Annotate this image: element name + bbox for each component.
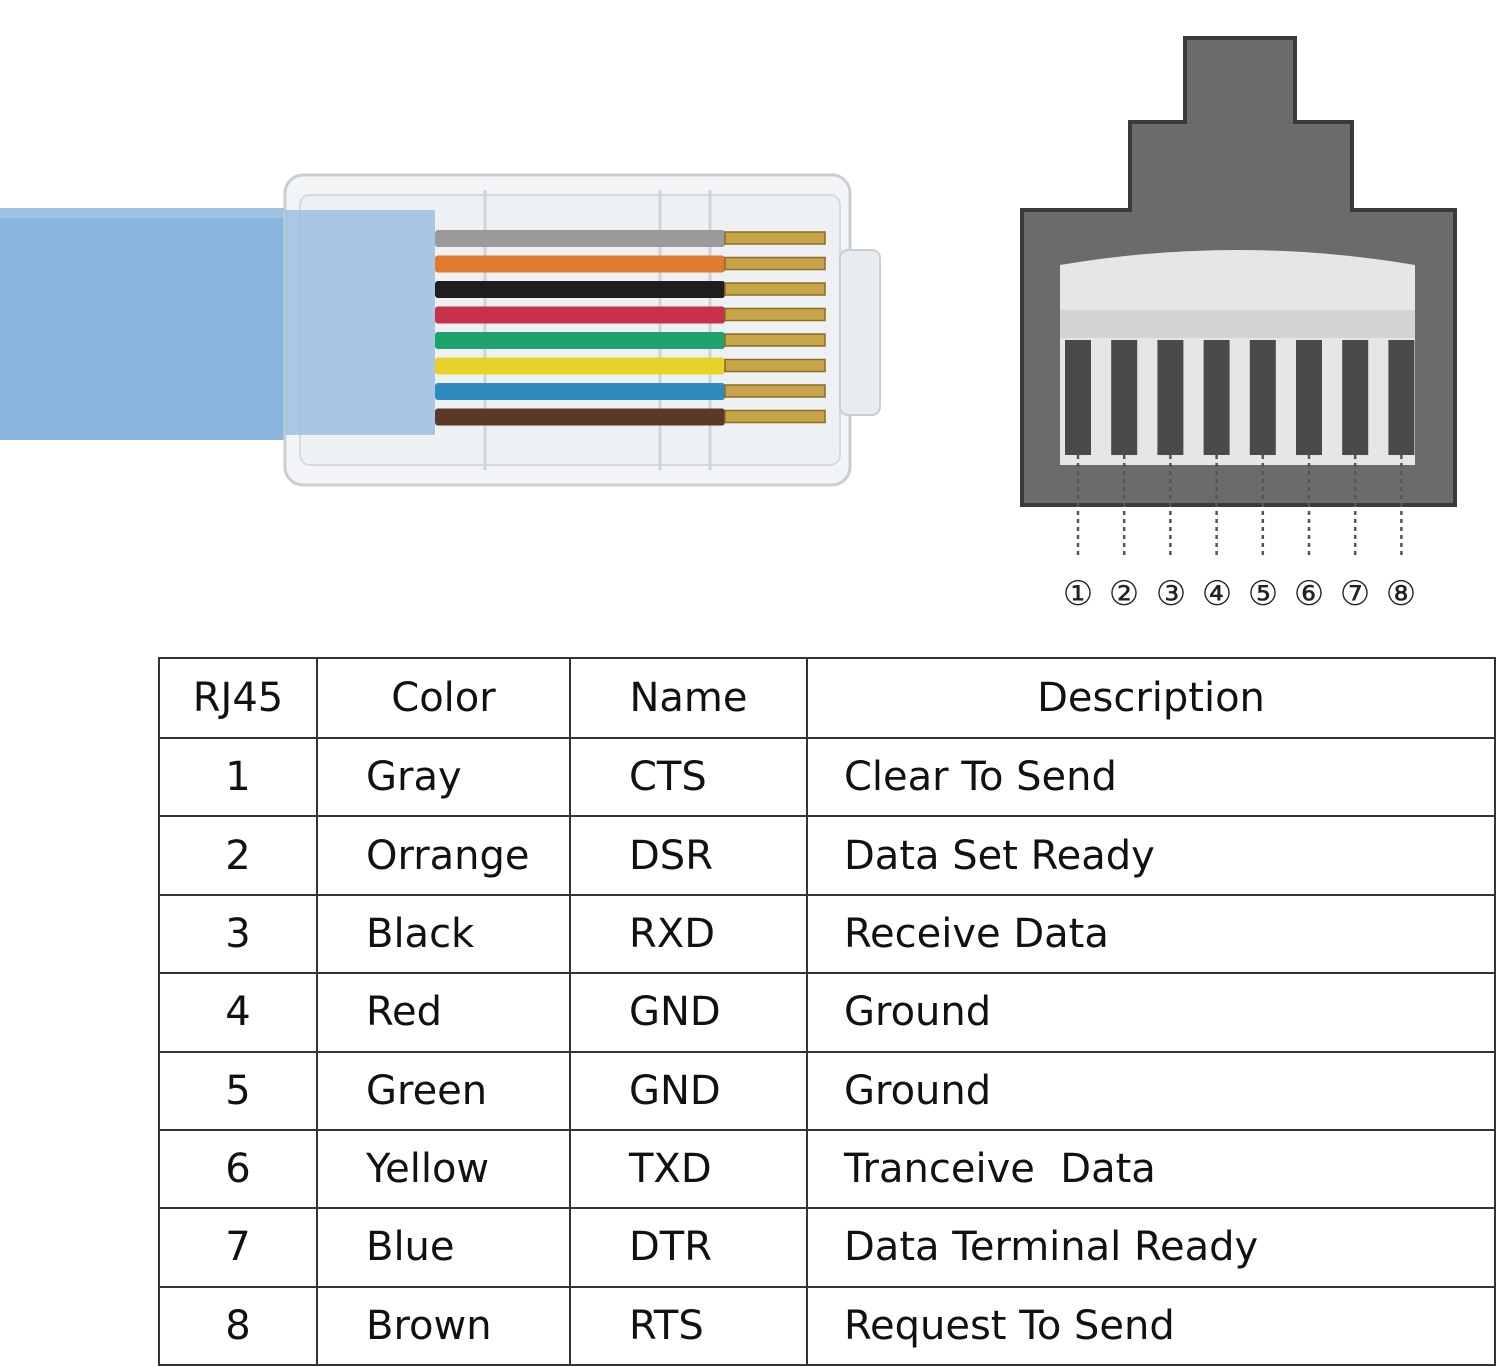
pin-label-7: ⑦ (1340, 574, 1370, 614)
gold-contact (724, 307, 826, 322)
wire (435, 408, 725, 426)
cell-name: RTS (569, 1285, 808, 1367)
plug-latch (839, 249, 881, 416)
pin-label-2: ② (1109, 574, 1139, 614)
gold-contact (724, 358, 826, 373)
cell-pin: 7 (158, 1207, 318, 1288)
rj45-pinout-diagram: ① ② ③ ④ ⑤ ⑥ ⑦ ⑧ (1020, 36, 1457, 614)
table-row: 1 Gray CTS Clear To Send (158, 736, 1496, 818)
header-description: Description (806, 657, 1496, 739)
cell-color: Black (316, 893, 571, 975)
pin-label-4: ④ (1202, 574, 1232, 614)
cell-name: GND (569, 972, 808, 1053)
header-name: Name (569, 657, 808, 739)
cell-pin: 4 (158, 972, 318, 1053)
pinout-table: RJ45 Color Name Description 1 Gray CTS C… (158, 657, 1496, 1367)
gold-contact (724, 231, 826, 245)
rj45-plug-photo (0, 173, 881, 487)
wire (435, 357, 725, 375)
cell-color: Green (316, 1050, 571, 1131)
cell-pin: 3 (158, 893, 318, 975)
cell-pin: 1 (158, 736, 318, 818)
pin-label-5: ⑤ (1248, 574, 1278, 614)
cell-description: Data Terminal Ready (806, 1207, 1496, 1288)
wire (435, 230, 725, 247)
table-row: 7 Blue DTR Data Terminal Ready (158, 1207, 1496, 1288)
table-row: 4 Red GND Ground (158, 972, 1496, 1053)
cell-name: DSR (569, 815, 808, 896)
cell-description: Ground (806, 972, 1496, 1053)
cell-color: Brown (316, 1285, 571, 1367)
wire (435, 332, 725, 349)
gold-contacts (724, 231, 826, 424)
cell-name: RXD (569, 893, 808, 975)
cell-pin: 8 (158, 1285, 318, 1367)
table-row: 6 Yellow TXD Tranceive Data (158, 1128, 1496, 1210)
cell-name: GND (569, 1050, 808, 1131)
pin-label-1: ① (1063, 574, 1093, 614)
pin-slot (1065, 340, 1091, 455)
header-color: Color (316, 657, 571, 739)
colored-wires (435, 230, 725, 426)
cell-description: Ground (806, 1050, 1496, 1131)
cell-name: CTS (569, 736, 808, 818)
cell-description: Clear To Send (806, 736, 1496, 818)
pin-label-3: ③ (1156, 574, 1186, 614)
table-row: 2 Orrange DSR Data Set Ready (158, 815, 1496, 896)
cell-color: Gray (316, 736, 571, 818)
header-rj45: RJ45 (158, 657, 318, 739)
cell-name: DTR (569, 1207, 808, 1288)
wire (435, 383, 725, 400)
table-row: 8 Brown RTS Request To Send (158, 1285, 1496, 1367)
cell-color: Yellow (316, 1128, 571, 1210)
cell-description: Data Set Ready (806, 815, 1496, 896)
gold-contact (724, 256, 826, 271)
table-row: 5 Green GND Ground (158, 1050, 1496, 1131)
cell-description: Tranceive Data (806, 1128, 1496, 1210)
pin-slots (1065, 340, 1415, 455)
cell-name: TXD (569, 1128, 808, 1210)
cell-pin: 5 (158, 1050, 318, 1131)
pin-slot (1111, 340, 1138, 455)
wire (435, 306, 725, 324)
gold-contact (724, 333, 826, 347)
table-row: 3 Black RXD Receive Data (158, 893, 1496, 975)
pin-number-labels: ① ② ③ ④ ⑤ ⑥ ⑦ ⑧ (1063, 574, 1416, 614)
pin-slot (1203, 340, 1230, 455)
cell-pin: 2 (158, 815, 318, 896)
pin-label-8: ⑧ (1386, 574, 1416, 614)
cell-description: Receive Data (806, 893, 1496, 975)
pin-label-6: ⑥ (1294, 574, 1324, 614)
table-header-row: RJ45 Color Name Description (158, 657, 1496, 739)
pin-slot (1157, 340, 1184, 455)
wire (435, 281, 725, 298)
cell-description: Request To Send (806, 1285, 1496, 1367)
pin-leads (1076, 455, 1403, 555)
cell-color: Orrange (316, 815, 571, 896)
gold-contact (724, 282, 826, 296)
cell-color: Red (316, 972, 571, 1053)
pin-slot (1342, 340, 1369, 455)
wire (435, 255, 725, 273)
cell-pin: 6 (158, 1128, 318, 1210)
cell-color: Blue (316, 1207, 571, 1288)
pin-slot (1249, 340, 1276, 455)
pin-slot (1296, 340, 1322, 455)
pin-slot (1388, 340, 1415, 455)
gold-contact (724, 409, 826, 424)
gold-contact (724, 384, 826, 398)
